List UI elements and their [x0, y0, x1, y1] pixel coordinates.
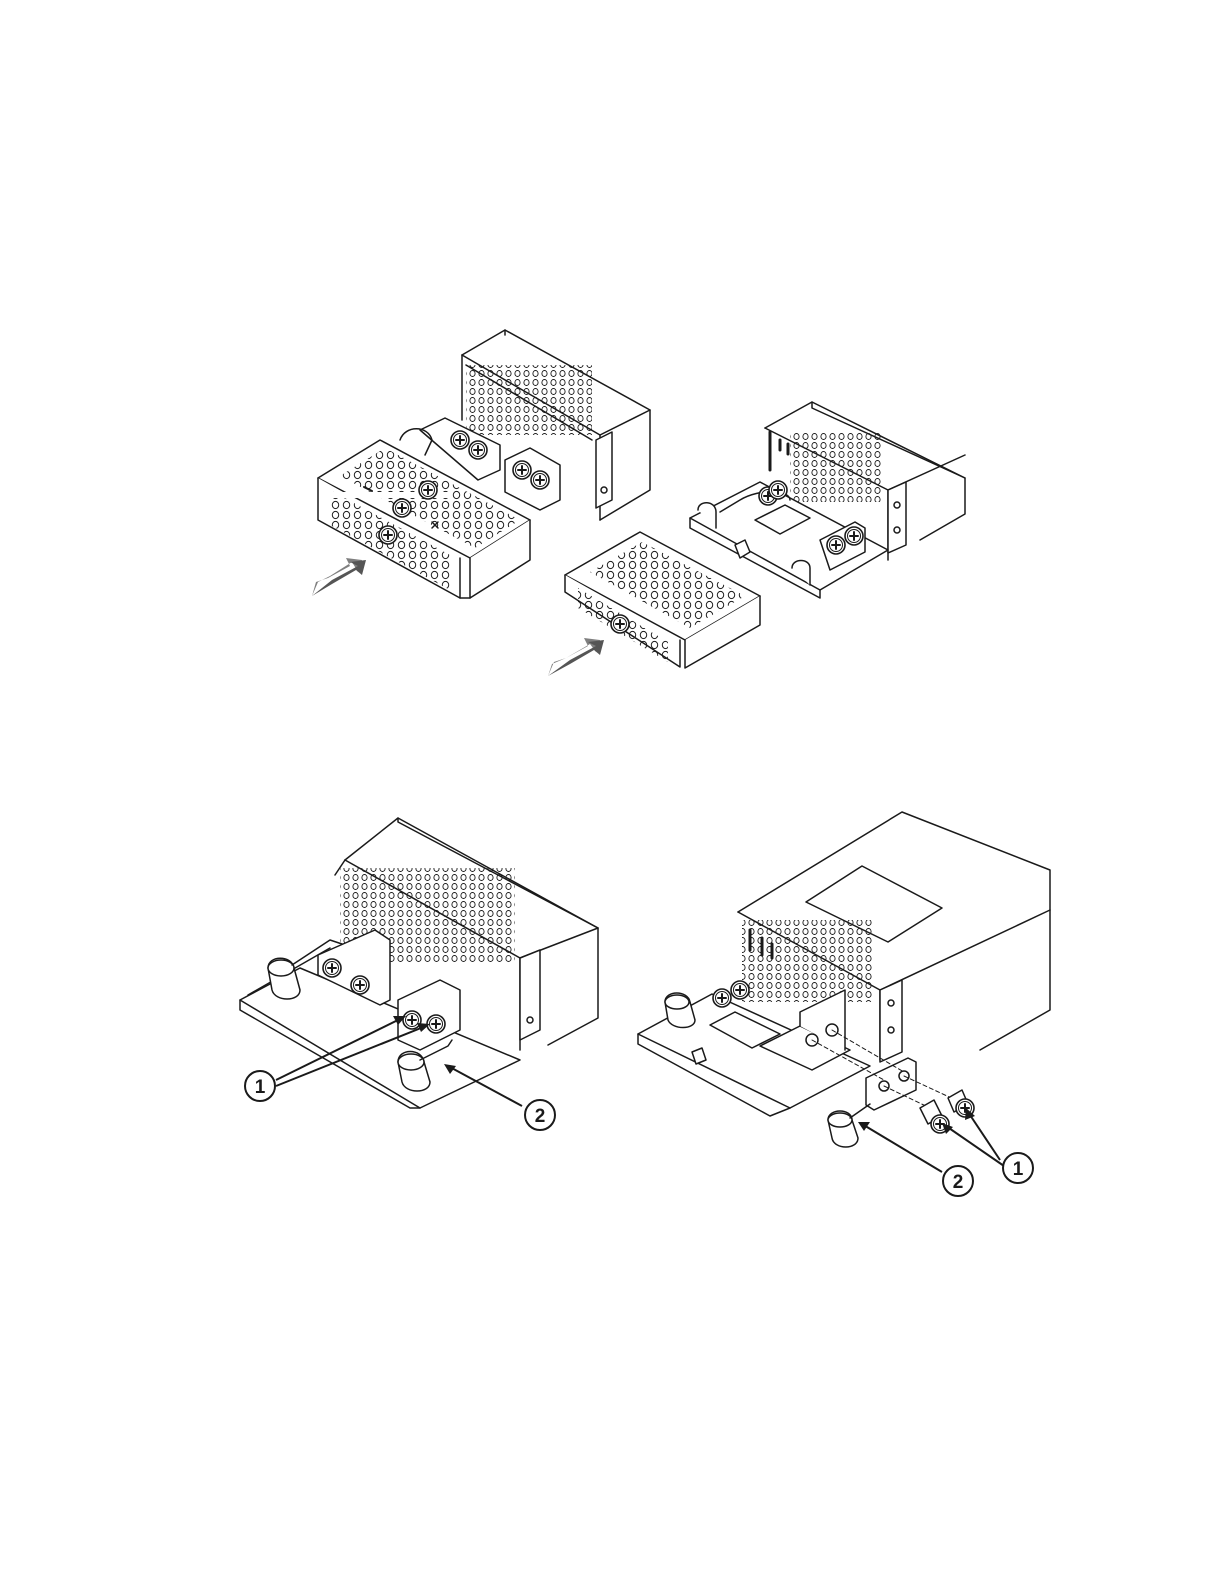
- screw-a: [403, 1011, 421, 1029]
- callout-1-right-label: 1: [1013, 1159, 1024, 1180]
- callout-2-right: 2: [943, 1166, 973, 1196]
- callout-2-right-label: 2: [953, 1172, 964, 1193]
- callout-1-left: 1: [245, 1071, 275, 1101]
- terminal-installed-left-figure: [240, 818, 598, 1108]
- detached-lug-plate: [866, 1058, 916, 1110]
- callout-1-left-label: 1: [255, 1077, 266, 1098]
- callout-2-left: 2: [525, 1100, 555, 1130]
- psu-vent-holes-r: [790, 432, 882, 502]
- terminal-exploded-right-figure: [638, 812, 1050, 1147]
- callout-2-left-label: 2: [535, 1106, 546, 1127]
- psu-vent-holes-c: [742, 920, 872, 1002]
- cover-removal-right-figure: [565, 402, 965, 668]
- callout-1-right: 1: [1003, 1153, 1033, 1183]
